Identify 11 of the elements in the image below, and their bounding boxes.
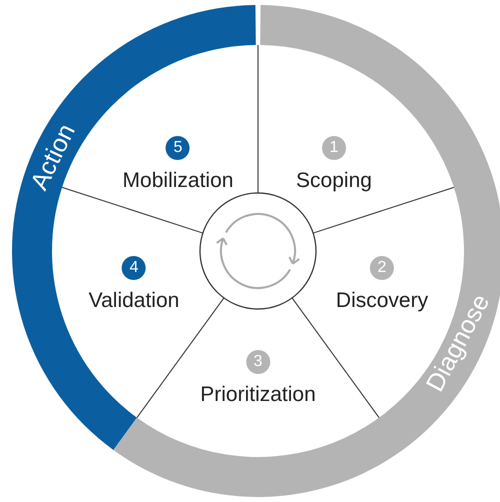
step-number: 4 (122, 256, 146, 280)
step-label: Prioritization (200, 383, 316, 407)
band-label: Action (25, 120, 81, 194)
step-label: Mobilization (122, 169, 234, 193)
step-number: 5 (166, 136, 190, 160)
step-number: 2 (370, 256, 394, 280)
step-label: Scoping (296, 169, 372, 193)
step-number: 3 (246, 350, 270, 374)
step-number: 1 (322, 136, 346, 160)
step-label: Discovery (336, 289, 428, 312)
step-label: Validation (88, 289, 180, 313)
